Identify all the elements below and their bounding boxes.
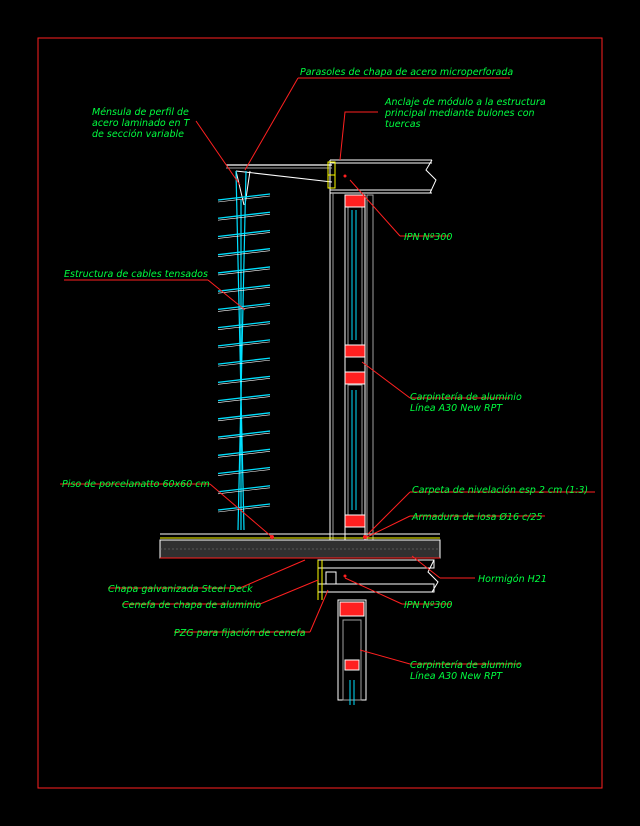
label-hormigon: Hormigón H21 (478, 574, 547, 585)
louver-blade (217, 393, 271, 402)
aluminium-frame-upper (329, 193, 374, 541)
label-cables: Estructura de cables tensados (64, 269, 208, 280)
drawing-frame (37, 37, 603, 789)
louver-edge (217, 250, 271, 258)
steel-bracket-arm (226, 161, 336, 206)
label-parasoles: Parasoles de chapa de acero microperfora… (300, 67, 513, 78)
louver-blade (217, 229, 271, 238)
louver-blade (217, 321, 271, 329)
louver-blade (217, 302, 271, 311)
ipn-beam-bottom (317, 559, 439, 600)
louver-edge (217, 195, 271, 203)
leader-lines (60, 77, 595, 665)
louver-blade (217, 193, 271, 201)
louver-edge (217, 432, 271, 440)
louver-edge (217, 469, 271, 476)
floor-slab (159, 533, 441, 559)
label-anclaje-line3: tuercas (385, 119, 421, 130)
louver-blade (217, 448, 271, 456)
label-mensula-line1: Ménsula de perfil de (92, 107, 189, 118)
louver-edge (217, 341, 271, 349)
louver-edge (217, 396, 271, 403)
label-carpinteria-top-line2: Línea A30 New RPT (410, 403, 503, 414)
louver-edge (217, 414, 271, 422)
label-carpinteria-bottom-line2: Línea A30 New RPT (410, 671, 503, 682)
label-anclaje-line1: Anclaje de módulo a la estructura (384, 97, 546, 108)
louver-blade (217, 284, 271, 292)
label-piso: Piso de porcelanatto 60x60 cm (62, 479, 210, 490)
label-ipn-bottom: IPN Nº300 (404, 600, 452, 611)
louver-blade (217, 266, 271, 274)
louver-edge (217, 268, 271, 276)
louver-blade (217, 503, 271, 511)
label-armadura: Armadura de losa Ø16 c/25 (411, 512, 543, 523)
label-carpeta: Carpeta de nivelación esp 2 cm (1:3) (412, 485, 588, 496)
perforated-louvers (217, 193, 271, 513)
label-carpinteria-top-line1: Carpintería de aluminio (410, 392, 522, 403)
label-chapa: Chapa galvanizada Steel Deck (108, 584, 253, 595)
louver-edge (217, 450, 271, 458)
label-mensula-line3: de sección variable (92, 129, 184, 140)
louver-edge (217, 487, 271, 495)
louver-edge (217, 232, 271, 239)
tensioned-cable-structure (235, 170, 247, 531)
louver-blade (217, 357, 271, 365)
tensioned-cable (237, 170, 247, 531)
louver-blade (217, 375, 271, 383)
ipn-beam-top (329, 159, 437, 194)
louver-edge (217, 359, 271, 367)
louver-edge (217, 305, 271, 312)
label-carpinteria-bottom-line1: Carpintería de aluminio (410, 660, 522, 671)
label-mensula-line2: acero laminado en T (92, 118, 191, 129)
louver-blade (217, 412, 271, 420)
louver-blade (217, 211, 271, 219)
louver-blade (217, 466, 271, 475)
louver-edge (217, 323, 271, 330)
louver-blade (217, 430, 271, 438)
label-cenefa: Cenefa de chapa de aluminio (122, 600, 261, 611)
louver-edge (217, 286, 271, 294)
louver-edge (217, 213, 271, 221)
tensioned-cable (235, 170, 245, 531)
louver-edge (217, 505, 271, 513)
label-pzg: PZG para fijación de cenefa (174, 628, 306, 639)
louver-blade (217, 485, 271, 493)
label-anclaje-line2: principal mediante bulones con (384, 108, 535, 119)
label-ipn-top: IPN Nº300 (404, 232, 452, 243)
aluminium-frame-lower (337, 599, 367, 705)
louver-edge (217, 378, 271, 385)
louver-blade (217, 248, 271, 256)
louver-blade (217, 339, 271, 347)
